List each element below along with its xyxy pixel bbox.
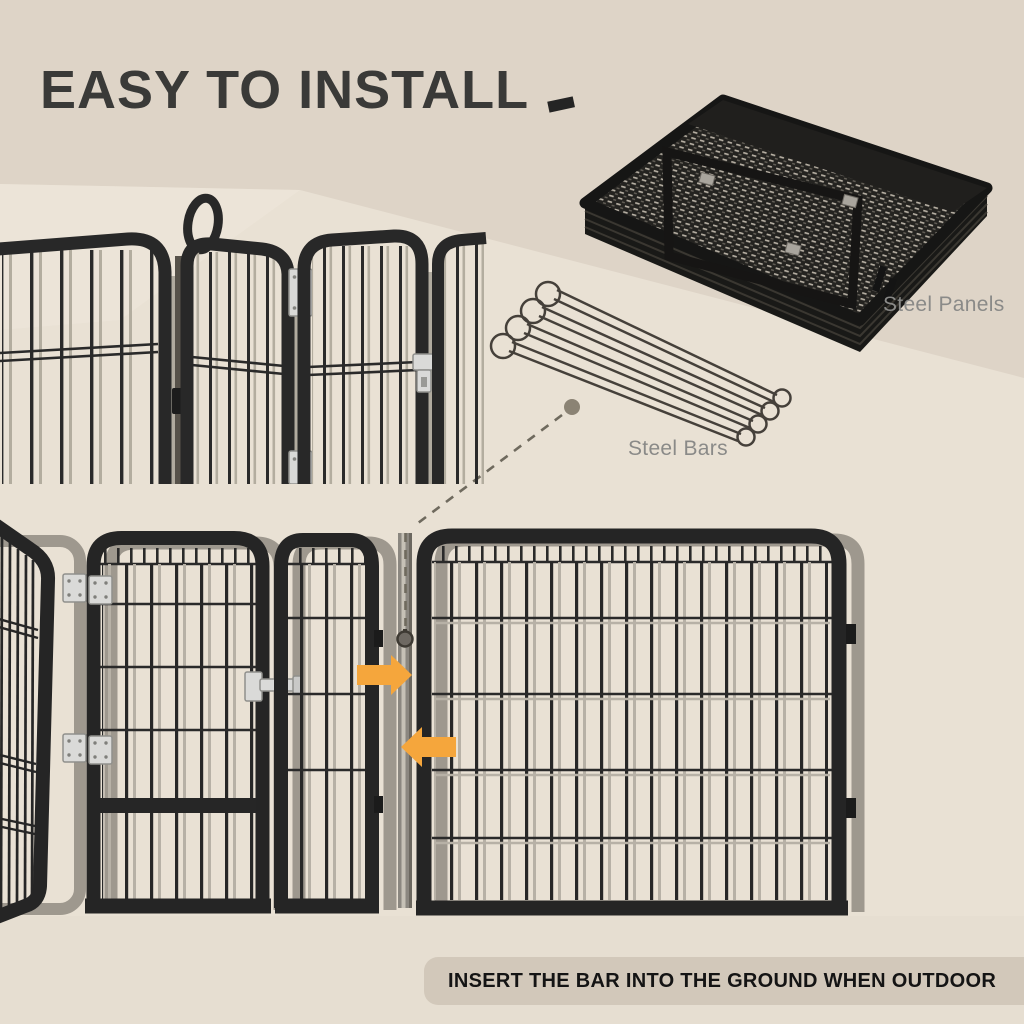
inserted-bar	[175, 256, 182, 484]
steel-bars-illustration	[489, 280, 792, 447]
door-mid-rail	[98, 798, 260, 813]
panel-mesh	[434, 546, 828, 562]
bar-loop-top	[396, 630, 414, 648]
panel-mesh	[102, 564, 256, 798]
lower-fence-illustration	[0, 519, 865, 924]
fence-panel	[416, 528, 856, 916]
connector-tab	[846, 798, 856, 818]
fence-panel	[274, 533, 383, 914]
panel-mesh	[194, 252, 282, 484]
leader-dot	[564, 399, 580, 415]
panel-mesh	[2, 250, 156, 484]
page-title: EASY TO INSTALL	[40, 60, 530, 120]
panel-clip	[841, 193, 859, 209]
footer-note-box: INSERT THE BAR INTO THE GROUND WHEN OUTD…	[424, 957, 1024, 1005]
panel-mesh	[102, 813, 256, 901]
steel-bar-connector	[396, 533, 414, 908]
steel-bar-item	[519, 297, 780, 421]
leader-line	[413, 399, 580, 528]
steel-bar-item	[504, 314, 768, 434]
stack-door-frame	[662, 146, 863, 310]
footer-note: INSERT THE BAR INTO THE GROUND WHEN OUTD…	[448, 969, 997, 992]
arrow-right-icon	[357, 655, 412, 695]
panel-mesh	[444, 244, 484, 484]
connector-tab	[846, 624, 856, 644]
steel-bar-item	[534, 280, 792, 408]
panel-frame	[86, 531, 270, 908]
panel-mesh	[290, 564, 366, 900]
connector-tab	[374, 796, 383, 813]
panel-mesh	[102, 548, 256, 564]
hinge	[62, 733, 113, 765]
folded-panels-illustration	[547, 94, 993, 352]
panel-frame	[297, 229, 429, 484]
hinge	[62, 573, 113, 605]
gate-panel	[85, 531, 271, 914]
panel-frame	[180, 237, 295, 484]
steel-panels-label: Steel Panels	[883, 293, 1005, 316]
panel-frame	[0, 519, 56, 924]
upper-fence-illustration	[0, 193, 487, 484]
panel-frame	[274, 533, 379, 908]
panel-frame	[0, 232, 172, 484]
panel-frame	[432, 232, 487, 484]
panel-mesh	[434, 562, 828, 900]
panel-mesh	[290, 548, 366, 564]
arrow-left-icon	[401, 727, 456, 767]
steel-bar-item	[489, 332, 756, 447]
panel-clip	[698, 171, 716, 187]
panel-clip	[784, 241, 802, 257]
open-door-panel	[0, 519, 56, 924]
steel-bars-label: Steel Bars	[628, 437, 728, 460]
panel-frame	[416, 528, 847, 910]
door-latch	[412, 353, 436, 393]
connector-tab	[374, 630, 383, 647]
